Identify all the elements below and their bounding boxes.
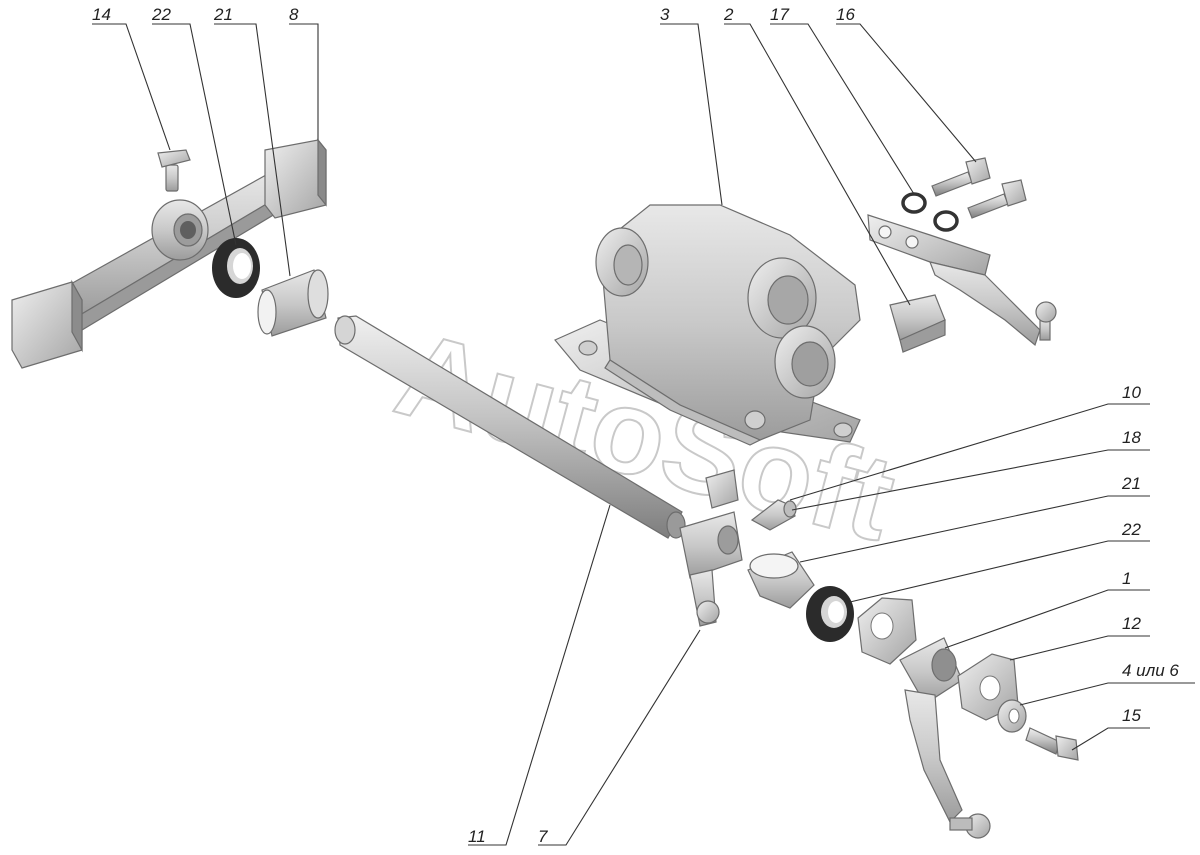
leader-22-right <box>849 540 1150 603</box>
leader-21-top <box>214 23 291 277</box>
part-2-bracket <box>867 214 1057 353</box>
part-14-bolt <box>157 149 191 192</box>
callout-labels: 14 22 21 8 3 2 17 16 10 18 21 22 1 12 4 … <box>92 5 1179 846</box>
leader-lines <box>92 23 1195 846</box>
leader-18 <box>791 449 1150 511</box>
leader-10 <box>789 403 1150 501</box>
part-7-lever <box>679 469 743 627</box>
part-17-washers <box>901 192 959 232</box>
leader-2 <box>724 23 911 306</box>
callout-17: 17 <box>770 5 789 24</box>
callout-18: 18 <box>1122 428 1141 447</box>
leader-14 <box>92 23 171 151</box>
callout-8: 8 <box>289 5 299 24</box>
leader-3 <box>660 23 723 206</box>
callout-7: 7 <box>538 827 548 846</box>
leader-17 <box>770 23 915 195</box>
callout-11: 11 <box>468 827 486 846</box>
part-8-lever <box>11 138 327 369</box>
leader-22-top <box>152 23 237 246</box>
part-21-bushing-left <box>257 269 329 337</box>
leader-12 <box>1009 635 1150 661</box>
part-22-seal-right <box>806 586 854 642</box>
part-15-bolt <box>1025 727 1079 761</box>
callout-22-top: 22 <box>151 5 171 24</box>
callout-16: 16 <box>836 5 855 24</box>
callout-10: 10 <box>1122 383 1141 402</box>
part-22-seal-left <box>212 238 260 298</box>
cam-plate <box>857 597 917 665</box>
leader-21-right <box>799 495 1150 563</box>
part-1-arm <box>899 637 991 839</box>
part-10-18-pin <box>750 499 797 531</box>
leader-1 <box>944 589 1150 649</box>
callout-14: 14 <box>92 5 111 24</box>
part-4-or-6-washer <box>997 699 1027 733</box>
callout-3: 3 <box>660 5 670 24</box>
callout-21-top: 21 <box>213 5 233 24</box>
leader-4-or-6 <box>1019 682 1195 706</box>
part-3-housing <box>554 204 861 446</box>
leader-7 <box>538 629 701 846</box>
leader-8 <box>289 23 319 140</box>
callout-2: 2 <box>723 5 734 24</box>
leader-16 <box>836 23 977 163</box>
callout-1: 1 <box>1122 569 1131 588</box>
part-16-bolts <box>931 157 1027 219</box>
callout-4-or-6: 4 или 6 <box>1122 661 1179 680</box>
leader-15 <box>1071 727 1150 751</box>
callout-12: 12 <box>1122 614 1141 633</box>
callout-21-right: 21 <box>1121 474 1141 493</box>
leader-11 <box>468 504 611 846</box>
part-21-bushing-right <box>747 551 815 609</box>
callout-22-right: 22 <box>1121 520 1141 539</box>
callout-15: 15 <box>1122 706 1141 725</box>
